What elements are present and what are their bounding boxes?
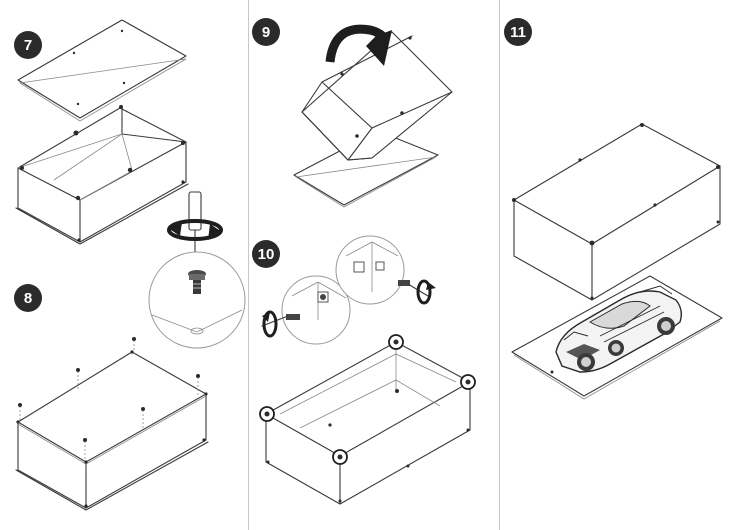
sports-car-model xyxy=(555,285,683,373)
top-panel xyxy=(17,19,187,119)
step-7-illustration xyxy=(15,19,246,349)
display-cover xyxy=(513,123,721,301)
step-badge-9: 9 xyxy=(252,18,280,46)
corner-screw-highlights xyxy=(259,334,476,503)
step-9-illustration xyxy=(293,24,453,208)
open-box xyxy=(15,105,189,245)
panel-divider-left xyxy=(248,0,249,530)
step-10-illustration xyxy=(259,235,476,505)
panel-divider-right xyxy=(499,0,500,530)
step-badge-11: 11 xyxy=(504,18,532,46)
step-8-illustration xyxy=(15,337,209,511)
screw-markers xyxy=(16,337,208,508)
step-badge-7: 7 xyxy=(14,31,42,59)
top-panel-edge xyxy=(18,58,187,122)
screw-icon xyxy=(188,270,206,294)
step-11-illustration xyxy=(511,123,723,400)
corner-zoom-left xyxy=(261,275,351,345)
step-badge-8: 8 xyxy=(14,284,42,312)
step-badge-10: 10 xyxy=(252,240,280,268)
screw-zoom-detail xyxy=(148,251,246,349)
curved-arrow-icon xyxy=(325,24,392,66)
corner-zoom-right xyxy=(335,235,436,305)
rotate-arrow-icon xyxy=(167,219,223,241)
